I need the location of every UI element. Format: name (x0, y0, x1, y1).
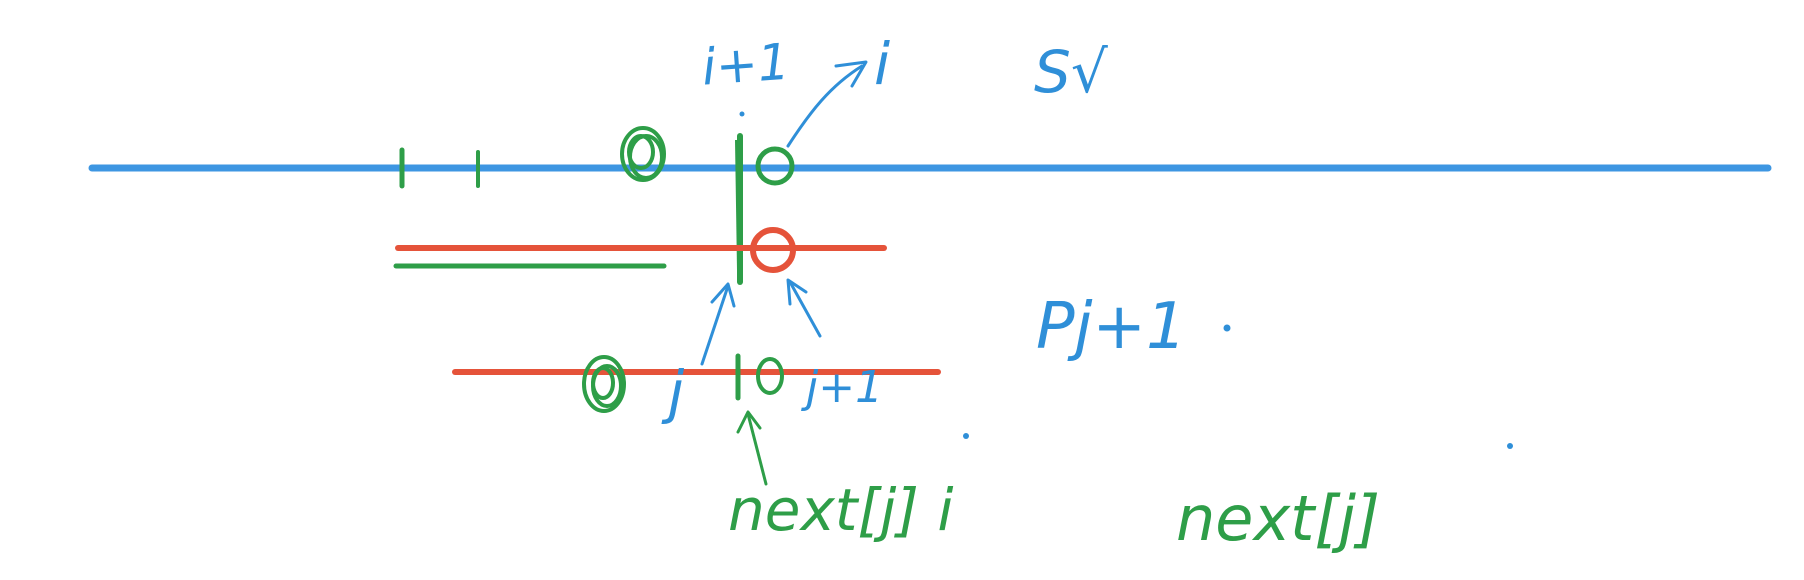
mismatch-circle-red (750, 227, 796, 273)
label-next-j: next[j] (1176, 482, 1380, 555)
label-i: i (874, 30, 890, 98)
arrow-j1-to-mismatch (786, 278, 822, 338)
label-i-plus-1: i+1 (700, 33, 791, 97)
scribbled-circle-top (620, 126, 666, 182)
label-p-j-plus-1: Pj+1 (1036, 290, 1187, 364)
label-s-check: S√ (1034, 38, 1108, 106)
arrow-j-to-divider (700, 282, 736, 366)
dot-3 (739, 111, 745, 117)
scribbled-circle-bottom (582, 355, 626, 413)
label-next-j-i: next[j] i (728, 476, 953, 544)
arrow-next-j (736, 410, 768, 486)
circle-i-top (755, 146, 795, 186)
bottom-small-circle (756, 357, 784, 395)
arrow-to-i (786, 60, 868, 148)
label-j-plus-1: j+1 (801, 362, 883, 413)
dot-1 (1223, 324, 1231, 332)
dot-2 (1507, 443, 1513, 449)
dot-4 (963, 433, 969, 439)
